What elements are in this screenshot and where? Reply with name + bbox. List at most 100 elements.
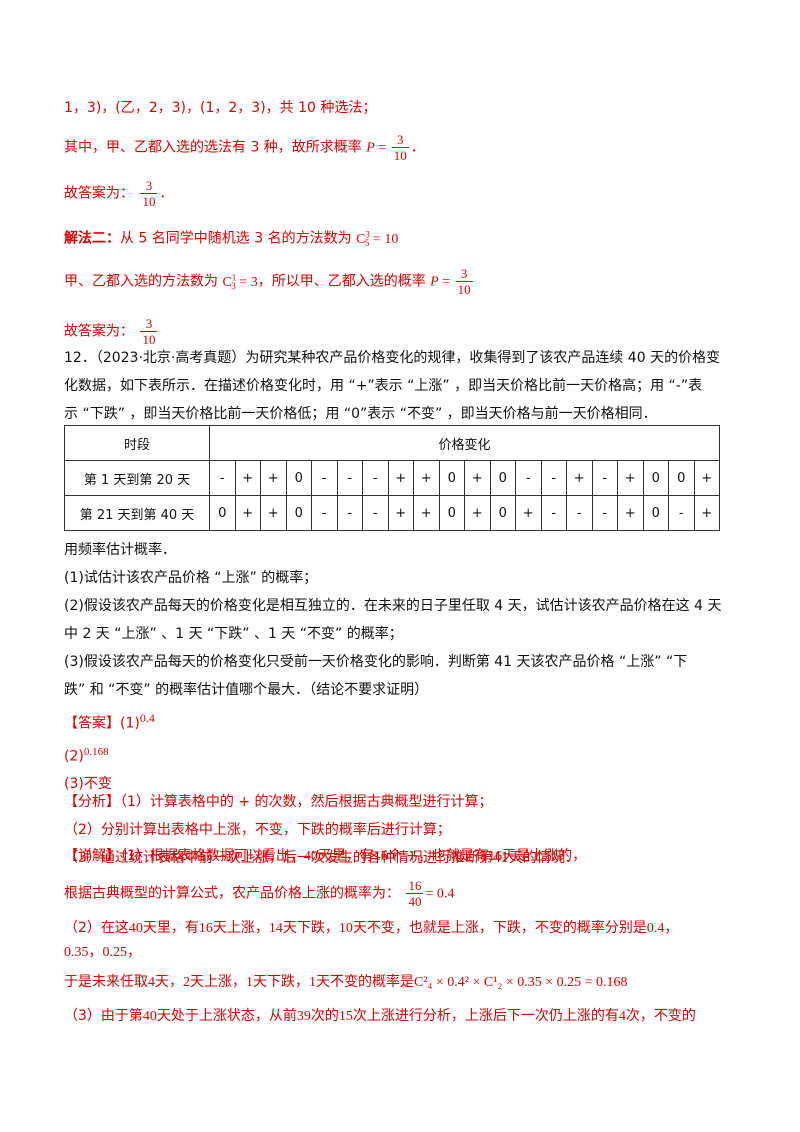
answer-3: (3)不变 — [64, 776, 112, 793]
question-intro: 用频率估计概率． — [64, 542, 176, 558]
table-cell: - — [336, 460, 363, 496]
table-cell: - — [336, 495, 363, 531]
table-cell: + — [260, 495, 287, 531]
analysis-block: 【分析】（1）计算表格中的 + 的次数，然后根据古典概型进行计算； （2）分别计… — [64, 788, 734, 872]
table-cell: 0 — [489, 460, 516, 496]
table-cell: - — [566, 495, 593, 531]
table-cell: 0 — [209, 495, 236, 531]
table-cell: + — [617, 495, 644, 531]
table-cell: + — [515, 495, 542, 531]
table-cell: + — [387, 495, 414, 531]
table-cell: + — [260, 460, 287, 496]
table-cell: 0 — [642, 460, 669, 496]
table-cell: + — [617, 460, 644, 496]
detail-line-4: 0.35，0.25， — [64, 944, 141, 960]
table-cell: + — [413, 460, 440, 496]
table-cell: + — [234, 460, 261, 496]
question-3-line-1: (3)假设该农产品每天的价格变化只受前一天价格变化的影响．判断第 41 天该农产… — [64, 654, 688, 670]
stem-line-2: 化数据，如下表所示．在描述价格变化时，用 “+”表示 “上涨” ，即当天价格比前… — [64, 378, 703, 394]
probability-formula: C²₄ × 0.4² × C¹₂ × 0.35 × 0.25 = 0.168 — [414, 975, 628, 990]
combination-formula: C13 = 3 — [222, 271, 258, 292]
table-cell: + — [693, 460, 720, 496]
table-cell: + — [693, 495, 720, 531]
table-cell: - — [311, 495, 338, 531]
question-2-line-1: (2)假设该农产品每天的价格变化是相互独立的．在未来的日子里任取 4 天，试估计… — [64, 598, 722, 614]
table-cell: - — [540, 495, 567, 531]
table-cell: - — [311, 460, 338, 496]
combination-formula: C35 = 10 — [356, 229, 399, 249]
table-cell: + — [464, 460, 491, 496]
table-cell: + — [413, 495, 440, 531]
detail-line-1: 【详解】（1）根据表格数据可以看出，40天里，有16个 +，也就是有16天是上涨… — [64, 848, 587, 864]
questions: 用频率估计概率． (1)试估计该农产品价格 “上涨” 的概率； (2)假设该农产… — [64, 536, 734, 704]
problem-number: 12． — [64, 350, 96, 366]
table-row: 第 21 天到第 40 天 0++0---++0+0+---+0-+ — [64, 495, 720, 531]
analysis-2: （2）分别计算出表格中上涨，不变，下跌的概率后进行计算； — [64, 822, 451, 838]
answer-label: 故答案为： — [64, 323, 134, 340]
table-cell: 0 — [438, 460, 465, 496]
detail-label: 【详解】 — [64, 848, 120, 864]
table-header-row: 时段 价格变化 — [64, 425, 720, 461]
table-cell: 0 — [285, 495, 312, 531]
table-cell: 0 — [438, 495, 465, 531]
table-cell: - — [591, 495, 618, 531]
table-cell: + — [234, 495, 261, 531]
probability-symbol: P — [430, 274, 439, 290]
header-period: 时段 — [64, 425, 210, 461]
table-cell: - — [515, 460, 542, 496]
table-cell: - — [209, 460, 236, 496]
method-2-line: 解法二：从 5 名同学中随机选 3 名的方法数为 C35 = 10 — [64, 224, 398, 253]
answer-1: 【答案】(1)0.4 — [64, 711, 155, 732]
solution-text: 甲、乙都入选的方法数为 — [64, 273, 218, 290]
answer-2: (2)0.168 — [64, 745, 109, 765]
solution-text: 1，3)，(乙，2，3)，(1，2，3)，共 10 种选法； — [64, 100, 377, 116]
question-3-line-2: 跌” 和 “不变” 的概率估计值哪个最大．（结论不要求证明） — [64, 682, 429, 698]
answer-label: 【答案】 — [64, 715, 120, 732]
table-cell: + — [566, 460, 593, 496]
stem-line-3: 示 “下跌” ，即当天价格比前一天价格低；用 “0”表示 “不变” ，即当天价格… — [64, 406, 657, 422]
table-cell: 0 — [668, 460, 695, 496]
table-cell: + — [464, 495, 491, 531]
solution-text: ，所以甲、乙都入选的概率 — [257, 273, 426, 290]
table-cell: - — [540, 460, 567, 496]
analysis-label: 【分析】 — [64, 794, 120, 810]
problem-stem: 12．（2023·北京·高考真题）为研究某种农产品价格变化的规律，收集得到了该农… — [64, 344, 734, 428]
table-cell: 0 — [285, 460, 312, 496]
probability-symbol: P — [366, 140, 375, 156]
method-2-text: 从 5 名同学中随机选 3 名的方法数为 — [120, 230, 352, 247]
analysis-1: 【分析】（1）计算表格中的 + 的次数，然后根据古典概型进行计算； — [64, 794, 493, 810]
table-cell: - — [362, 460, 389, 496]
question-1: (1)试估计该农产品价格 “上涨” 的概率； — [64, 570, 318, 586]
row-label: 第 21 天到第 40 天 — [64, 495, 210, 531]
answer-block: 【答案】(1)0.4 (2)0.168 (3)不变 — [64, 704, 734, 798]
analysis-3: （3）通过统计表格中前一次上涨，后一次发生的各种情况进行推断第41天的情况． — [64, 849, 579, 866]
table-cell: + — [387, 460, 414, 496]
table-cell: - — [362, 495, 389, 531]
solution-line-1: 1，3)，(乙，2，3)，(1，2，3)，共 10 种选法； — [64, 98, 376, 118]
table-cell: 0 — [489, 495, 516, 531]
detail-line-3: （2）在这40天里，有16天上涨，14天下跌，10天不变，也就是上涨，下跌，不变… — [64, 920, 679, 936]
solution-text: 其中，甲、乙都入选的选法有 3 种，故所求概率 — [64, 139, 362, 156]
header-price-change: 价格变化 — [209, 425, 720, 461]
detail-line-6: （3）由于第40天处于上涨状态，从前39次的15次上涨进行分析，上涨后下一次仍上… — [64, 1008, 696, 1024]
table-cell: - — [591, 460, 618, 496]
row-label: 第 1 天到第 20 天 — [64, 460, 210, 496]
answer-label: 故答案为： — [64, 185, 134, 202]
table-cell: 0 — [642, 495, 669, 531]
table-cell: - — [668, 495, 695, 531]
stem-line-1: 12．（2023·北京·高考真题）为研究某种农产品价格变化的规律，收集得到了该农… — [64, 350, 721, 366]
question-2-line-2: 中 2 天 “上涨” 、1 天 “下跌” 、1 天 “不变” 的概率； — [64, 626, 403, 642]
detail-line-5: 于是未来任取4天，2天上涨，1天下跌，1天不变的概率是C²₄ × 0.4² × … — [64, 974, 628, 990]
